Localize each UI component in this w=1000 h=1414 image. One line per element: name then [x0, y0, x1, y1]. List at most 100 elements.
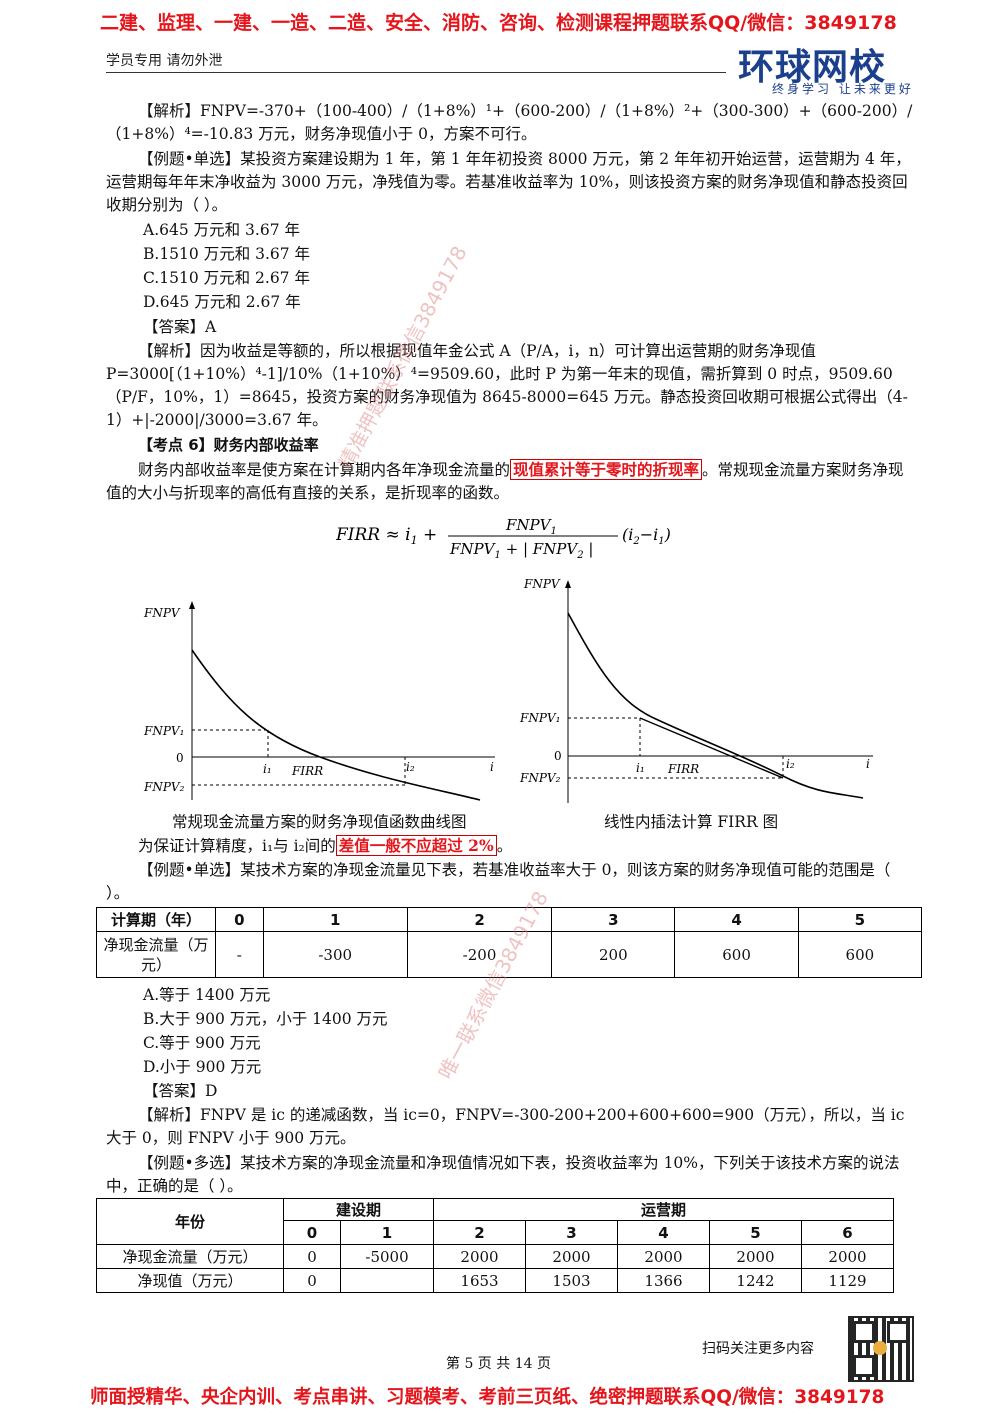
year-cell: 0: [283, 1220, 341, 1245]
logo-slogan: 终身学习 让未来更好: [772, 82, 914, 96]
example-3-table: 年份 建设期 运营期 0 1 2 3 4 5 6 净现金流量（万元） 0 -50…: [96, 1198, 894, 1293]
year-cell: 5: [709, 1220, 802, 1245]
table-cell: 1503: [525, 1268, 618, 1293]
table-cell: -: [215, 931, 264, 978]
table-header-cell: 1: [262, 907, 408, 932]
fig1-fnpv1: FNPV₁: [143, 724, 184, 738]
example-1-option-d: D.645 万元和 2.67 年: [143, 293, 301, 311]
example-1-analysis: 【解析】因为收益是等额的，所以根据现值年金公式 A（P/A，i，n）可计算出运营…: [106, 342, 908, 429]
table-header-cell: 5: [797, 907, 923, 932]
example-2-option-d: D.小于 900 万元: [143, 1058, 262, 1076]
example-1-option-b: B.1510 万元和 3.67 年: [143, 245, 311, 263]
table-cell: 1366: [617, 1268, 710, 1293]
figure-1-caption: 常规现金流量方案的财务净现值函数曲线图: [172, 813, 467, 831]
table-cell: 1129: [801, 1268, 894, 1293]
example-1-question: 【例题•单选】某投资方案建设期为 1 年，第 1 年年初投资 8000 万元，第…: [106, 150, 911, 214]
table-cell: 200: [551, 931, 676, 978]
year-cell: 1: [340, 1220, 434, 1245]
highlight-discount-rate: 现值累计等于零时的折现率: [510, 459, 703, 480]
fig1-i2: i₂: [406, 760, 415, 774]
svg-text:FIRR ≈ i1 +: FIRR ≈ i1 +: [336, 525, 437, 547]
row-label-npv: 净现值（万元）: [96, 1268, 284, 1293]
example-2-analysis: 【解析】FNPV 是 ic 的递减函数，当 ic=0，FNPV=-300-200…: [106, 1106, 905, 1147]
table-header-cell: 0: [215, 907, 264, 932]
table-cell: [340, 1268, 434, 1293]
table-cell: 1242: [709, 1268, 802, 1293]
logo: 环球网校: [738, 47, 887, 88]
qr-code-icon: [848, 1316, 914, 1382]
header-note: 学员专用 请勿外泄: [106, 53, 223, 69]
year-cell: 6: [801, 1220, 894, 1245]
table-header-cell: 计算期（年）: [96, 907, 216, 932]
precision-text-b: 。: [496, 837, 513, 855]
construction-period: 建设期: [283, 1198, 434, 1221]
row-label-cashflow: 净现金流量（万元）: [96, 1244, 284, 1269]
operation-period: 运营期: [433, 1198, 894, 1221]
table-header-cell: 2: [406, 907, 553, 932]
table-cell: 1653: [433, 1268, 526, 1293]
example-2-table: 计算期（年） 0 1 2 3 4 5 净现金流量（万元） - -300 -200…: [96, 907, 923, 978]
scan-note: 扫码关注更多内容: [702, 1341, 814, 1357]
highlight-precision: 差值一般不应超过 2%: [335, 835, 497, 856]
example-1-option-a: A.645 万元和 3.67 年: [143, 221, 300, 239]
top-banner: 二建、监理、一建、一造、二造、安全、消防、咨询、检测课程押题联系QQ/微信：38…: [100, 12, 897, 34]
table-header-cell: 3: [551, 907, 676, 932]
precision-note: 为保证计算精度，i₁与 i₂间的差值一般不应超过 2%。: [106, 834, 918, 858]
page-number: 第 5 页 共 14 页: [446, 1356, 551, 1372]
fig2-ylabel: FNPV: [523, 577, 561, 591]
key-point-text-a: 财务内部收益率是使方案在计算期内各年净现金流量的: [138, 461, 511, 479]
key-point-text-b: 。常规现金流量方案财务净现值的大小与折现率的高低有直接的关系，是折现率的函数。: [106, 461, 904, 502]
year-cell: 4: [617, 1220, 710, 1245]
firr-formula-svg: FIRR ≈ i1 + FNPV1 FNPV1 + | FNPV2 | (i2−…: [335, 516, 671, 561]
table-cell: 2000: [709, 1244, 802, 1269]
year-label: 年份: [96, 1198, 284, 1245]
table-cell: -300: [262, 931, 408, 978]
fig1-ylabel: FNPV: [143, 606, 181, 620]
table-header-cell: 4: [674, 907, 799, 932]
example-1-answer: 【答案】A: [143, 318, 217, 336]
fig1-zero: 0: [176, 751, 184, 765]
figure-1: FNPV FNPV₁ 0 FNPV₂ i₁ FIRR i₂ i: [140, 595, 510, 805]
example-2-question: 【例题•单选】某技术方案的净现金流量见下表，若基准收益率大于 0，则该方案的财务…: [106, 861, 891, 902]
fig1-i1: i₁: [263, 762, 272, 776]
fig2-zero: 0: [554, 749, 562, 763]
fig2-i2: i₂: [786, 757, 795, 771]
example-1-option-c: C.1510 万元和 2.67 年: [143, 269, 310, 287]
firr-formula: FIRR ≈ i1 + FNPV1 FNPV1 + | FNPV2 | (i2−…: [335, 510, 696, 561]
year-cell: 2: [433, 1220, 526, 1245]
example-2-option-b: B.大于 900 万元，小于 1400 万元: [143, 1010, 388, 1028]
svg-text:FNPV1 + | FNPV2 |: FNPV1 + | FNPV2 |: [449, 540, 593, 560]
example-3-question: 【例题•多选】某技术方案的净现金流量和净现值情况如下表，投资收益率为 10%，下…: [106, 1154, 900, 1195]
table-cell: 2000: [433, 1244, 526, 1269]
table-cell: 600: [797, 931, 923, 978]
example-2-option-c: C.等于 900 万元: [143, 1034, 261, 1052]
figure-2-svg: FNPV FNPV₁ 0 FNPV₂ i₁ FIRR i₂ i: [519, 577, 873, 803]
fig1-firr: FIRR: [291, 764, 323, 778]
example-2-answer: 【答案】D: [143, 1082, 218, 1100]
key-point-title: 【考点 6】财务内部收益率: [138, 436, 319, 454]
header-rule: [106, 72, 726, 73]
table-cell: -5000: [340, 1244, 434, 1269]
svg-text:(i2−i1): (i2−i1): [622, 525, 671, 547]
svg-text:FNPV1: FNPV1: [505, 516, 557, 537]
table-row-label: 净现金流量（万元）: [96, 931, 216, 978]
table-cell: 2000: [525, 1244, 618, 1269]
fig2-firr: FIRR: [667, 762, 699, 776]
precision-text-a: 为保证计算精度，i₁与 i₂间的: [138, 837, 336, 855]
bottom-banner: 师面授精华、央企内训、考点串讲、习题模考、考前三页纸、绝密押题联系QQ/微信：3…: [90, 1387, 885, 1408]
year-cell: 3: [525, 1220, 618, 1245]
fig2-i1: i₁: [636, 761, 645, 775]
table-cell: 2000: [617, 1244, 710, 1269]
example-2-option-a: A.等于 1400 万元: [143, 986, 271, 1004]
analysis-paragraph-1: 【解析】FNPV=-370+（100-400）/（1+8%）¹+（600-200…: [106, 102, 913, 143]
figure-2: FNPV FNPV₁ 0 FNPV₂ i₁ FIRR i₂ i: [518, 568, 888, 808]
key-point-text: 财务内部收益率是使方案在计算期内各年净现金流量的现值累计等于零时的折现率。常规现…: [106, 458, 918, 505]
figure-1-svg: FNPV FNPV₁ 0 FNPV₂ i₁ FIRR i₂ i: [143, 601, 495, 801]
table-cell: -200: [406, 931, 553, 978]
fig1-fnpv2: FNPV₂: [143, 780, 185, 794]
table-cell: 0: [283, 1244, 341, 1269]
figure-2-caption: 线性内插法计算 FIRR 图: [604, 813, 779, 831]
table-cell: 0: [283, 1268, 341, 1293]
table-cell: 2000: [801, 1244, 894, 1269]
table-cell: 600: [674, 931, 799, 978]
